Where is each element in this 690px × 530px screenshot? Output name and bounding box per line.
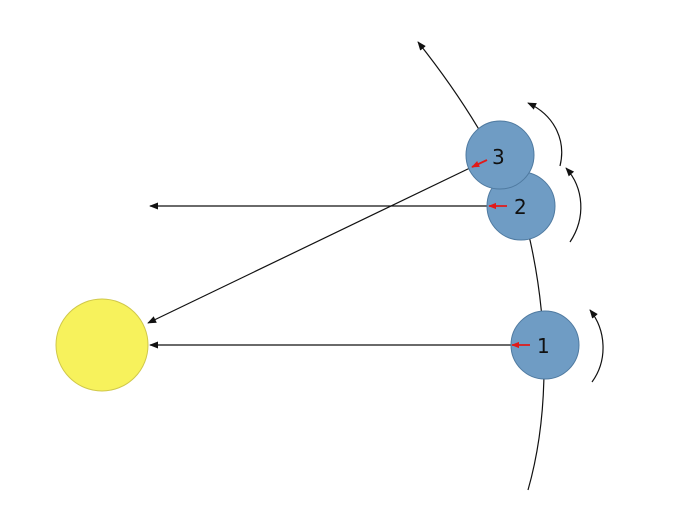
rotation-arrow-2 [565, 167, 582, 243]
planet-position-3 [465, 120, 535, 190]
position-label-1: 1 [537, 334, 550, 358]
rotation-arrow-1 [589, 309, 604, 383]
position-label-3: 3 [492, 145, 505, 169]
orbit-arc [417, 41, 545, 491]
marker-arrow-3 [471, 159, 488, 168]
position-label-2: 2 [514, 195, 527, 219]
arrow-planet3-to-sun [147, 166, 473, 324]
rotation-arrow-3 [527, 102, 563, 167]
planet-position-1 [510, 310, 580, 380]
sun [55, 298, 149, 392]
